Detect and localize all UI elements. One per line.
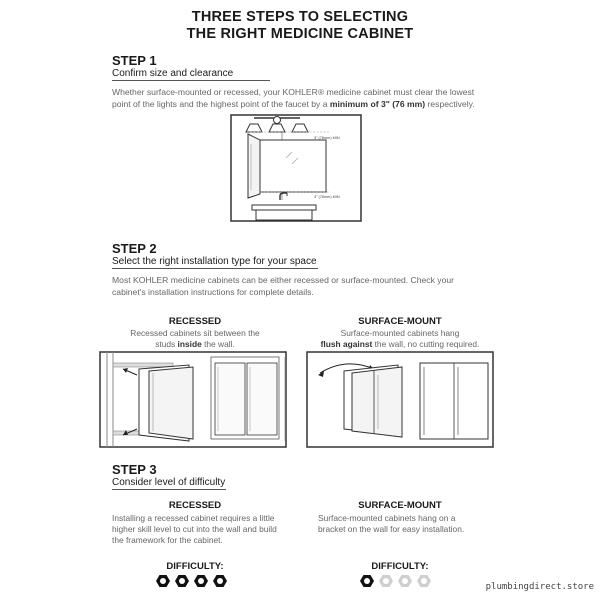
- step3-heading: STEP 3: [112, 462, 157, 477]
- hex-nut-filled-icon: [156, 574, 170, 588]
- cabinet-body: [255, 139, 327, 193]
- header-stud: [112, 362, 174, 368]
- step2-surface-heading: SURFACE-MOUNT: [358, 316, 442, 327]
- page-title-line1: THREE STEPS TO SELECTING: [191, 9, 409, 25]
- clearance-diagram: 3" (76mm) MIN 3" (76mm) MIN: [230, 114, 362, 222]
- vanity-base: [255, 209, 313, 221]
- hex-nut-filled-icon: [213, 574, 227, 588]
- step2-text-line2: cabinet's installation instructions for …: [112, 287, 314, 297]
- hex-nut-empty-icon: [417, 574, 431, 588]
- step1-subheading: Confirm size and clearance: [112, 68, 270, 81]
- hex-nut-empty-icon: [398, 574, 412, 588]
- step3-subheading: Consider level of difficulty: [112, 477, 226, 490]
- surface-mount-illustration: [306, 351, 494, 448]
- step3-surface-text: Surface-mounted cabinets hang on a brack…: [318, 513, 465, 534]
- step2-recessed-heading: RECESSED: [168, 316, 222, 327]
- recessed-difficulty-rating: [155, 573, 231, 594]
- faucet: [279, 192, 287, 200]
- bottom-clearance-label: 3" (76mm) MIN: [314, 195, 340, 199]
- step2-subheading: Select the right installation type for y…: [112, 256, 318, 269]
- curved-arrow: [319, 363, 375, 374]
- step2-text-line1: Most KOHLER medicine cabinets can be eit…: [112, 275, 455, 285]
- step1-text: Whether surface-mounted or recessed, you…: [112, 86, 512, 110]
- page-title-line2: THE RIGHT MEDICINE CABINET: [186, 26, 414, 42]
- top-clearance-label: 3" (76mm) MIN: [314, 136, 340, 140]
- watermark: plumbingdirect.store: [485, 582, 594, 592]
- step2-text: Most KOHLER medicine cabinets can be eit…: [112, 274, 512, 298]
- vanity-top: [251, 204, 317, 211]
- step2-surface-text: Surface-mounted cabinets hang flush agai…: [320, 328, 480, 349]
- step2-recessed-text: Recessed cabinets sit between the studs …: [130, 328, 260, 349]
- hex-nut-filled-icon: [360, 574, 374, 588]
- surface-difficulty-rating: [359, 573, 435, 594]
- step2-heading: STEP 2: [112, 241, 157, 256]
- recessed-illustration: [99, 351, 287, 448]
- hex-nut-filled-icon: [175, 574, 189, 588]
- recessed-cabinet-front: [148, 366, 194, 440]
- surface-cabinet-front: [351, 366, 403, 438]
- cabinet-door: [247, 133, 261, 199]
- light-center-knob: [273, 116, 281, 124]
- recessed-difficulty-label: DIFFICULTY:: [166, 561, 224, 572]
- step1-text-line1: Whether surface-mounted or recessed, you…: [112, 87, 475, 97]
- step1-text-line2: point of the lights and the highest poin…: [112, 99, 475, 109]
- step3-recessed-text: Installing a recessed cabinet requires a…: [112, 513, 277, 545]
- surface-difficulty-label: DIFFICULTY:: [371, 561, 429, 572]
- step3-recessed-heading: RECESSED: [168, 500, 222, 511]
- hex-nut-empty-icon: [379, 574, 393, 588]
- hex-nut-filled-icon: [194, 574, 208, 588]
- step3-surface-heading: SURFACE-MOUNT: [358, 500, 442, 511]
- step1-heading: STEP 1: [112, 53, 157, 68]
